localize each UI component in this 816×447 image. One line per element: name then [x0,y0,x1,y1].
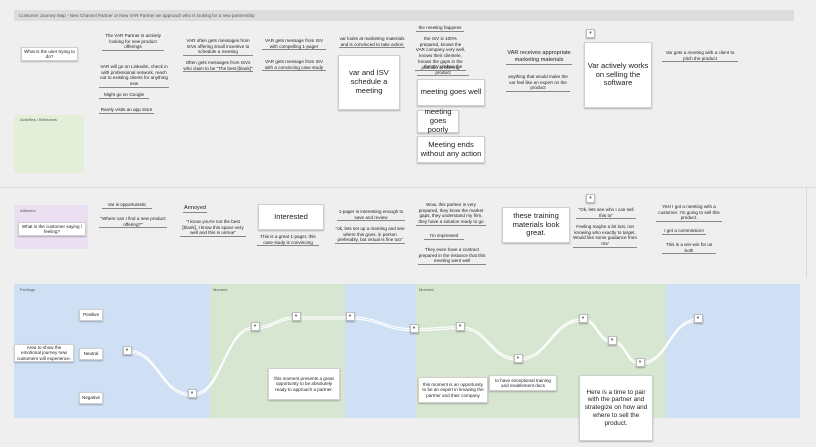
emotion-point-marker[interactable]: * [187,389,197,399]
positive-label: Positive [79,309,103,321]
emotion-point-marker[interactable]: * [693,314,703,324]
attitude-card[interactable]: "I know you're not the best [blank], I k… [180,219,246,238]
activity-card[interactable]: the ISV is 100% prepared, knows the VAR … [415,36,466,72]
attitude-card[interactable]: Var is opportunistic [102,202,152,209]
emotion-point-marker[interactable]: * [635,357,645,367]
emotion-point-marker[interactable]: * [607,335,617,345]
star-marker[interactable]: * [586,194,595,203]
activity-card[interactable]: anything that would make the var feel li… [506,74,570,93]
activity-card[interactable]: VAR gets message from ISV with compellin… [262,38,326,51]
activities-lane-bg [14,115,84,173]
attitude-card[interactable]: 1-pager is interesting enough to save an… [337,209,405,222]
activity-card[interactable]: Var gets a meeting with a client to pitc… [662,50,738,63]
emotion-point-marker[interactable]: * [250,322,260,332]
activity-card[interactable]: VAR gets message from ISV with a convinc… [262,59,326,72]
lane-divider [0,187,816,188]
emotion-point-marker[interactable]: * [122,345,132,355]
moment-insight-card[interactable]: this moment is an opportunity to be an e… [418,377,488,403]
attitude-card[interactable]: Yes! I got a meeting with a customer. I'… [656,204,722,223]
emotion-point-marker[interactable]: * [291,312,301,322]
attitude-card[interactable]: "Where can I find a new product offering… [99,216,167,229]
emotion-point-marker[interactable]: * [455,322,465,332]
activity-card[interactable]: Might go on Google [99,92,149,99]
neutral-label: Neutral [79,348,103,360]
emotion-point-marker[interactable]: * [409,324,419,334]
attitude-card[interactable]: "Ok, lets see who I can sell this to" [576,207,636,220]
attitude-card[interactable]: Feeling maybe a bit lost, not knowing wh… [573,224,638,248]
activity-card-large[interactable]: var and ISV schedule a meeting [338,55,400,110]
activity-card[interactable]: VAR will go on LinkedIn, check in with p… [99,64,169,88]
emotion-point-marker[interactable]: * [578,314,588,324]
attitude-card[interactable]: I'm impressed [424,233,464,240]
activity-card[interactable]: Often gets messages from ISVs who claim … [183,60,253,73]
moment-insight-card[interactable]: this moment presents a great opportunity… [268,368,340,400]
attitude-card-large[interactable]: these training materials look great. [502,207,570,243]
activity-card-large[interactable]: meeting goes well [417,79,485,106]
activity-card[interactable]: VAR receives appropriate marketing mater… [506,50,572,65]
activity-card[interactable]: VAR often gets messages from ISVs offeri… [183,38,253,57]
attitudes-lane-label: Attitudes [20,208,36,213]
emotion-point-marker[interactable]: * [345,312,355,322]
activity-card[interactable]: the meeting happens [416,25,464,32]
attitudes-question-card[interactable]: What is the customer saying / feeling? [18,222,86,236]
activity-card-large[interactable]: meeting goes poorly [417,108,459,134]
moment-label: Moment [419,287,434,292]
attitude-card[interactable]: This is a win-win for us both [662,242,716,255]
board-title: Customer Journey Map - New Channel Partn… [14,10,794,21]
attitude-card-large[interactable]: Interested [258,204,324,230]
activities-lane-label: Activities / Behaviors [20,117,57,122]
attitude-card[interactable]: Wow, this partner is very prepared, they… [416,202,486,226]
moment-label: Moment [213,287,228,292]
activity-card-large[interactable]: Var actively works on selling the softwa… [584,42,652,108]
feelings-note-card[interactable]: Area to show the emotional journey new c… [14,344,74,362]
feelings-lane-bg [14,284,800,418]
attitude-card[interactable]: This is a great 1-pager, this case study… [257,234,319,247]
lane-divider-vertical [806,187,807,277]
activity-card[interactable]: var looks at marketing materials and is … [339,36,405,49]
attitude-card[interactable]: They even have a contract prepared in th… [418,247,486,266]
activity-card[interactable]: The VAR Partner is actively looking for … [102,33,164,52]
star-marker[interactable]: * [586,29,595,38]
attitude-card[interactable]: Annoyed [183,205,207,213]
activities-question-card[interactable]: What is the user trying to do? [21,47,78,61]
moment-insight-card-large[interactable]: Here is a time to pair with the partner … [579,375,653,441]
activity-card[interactable]: the ISV pitches the product [417,64,469,77]
negative-label: Negative [79,392,103,404]
feelings-lane-label: Feelings [20,287,36,292]
emotion-point-marker[interactable]: * [513,353,523,363]
attitude-card[interactable]: I get a commission! [662,228,706,235]
attitude-card[interactable]: "ok, lets set up a meeting and see where… [335,226,405,245]
activity-card-large[interactable]: Meeting ends without any action [417,136,485,163]
activity-card[interactable]: Rarely visits an app store [99,107,154,114]
moment-insight-card[interactable]: to have exceptional training and enablem… [489,375,557,391]
